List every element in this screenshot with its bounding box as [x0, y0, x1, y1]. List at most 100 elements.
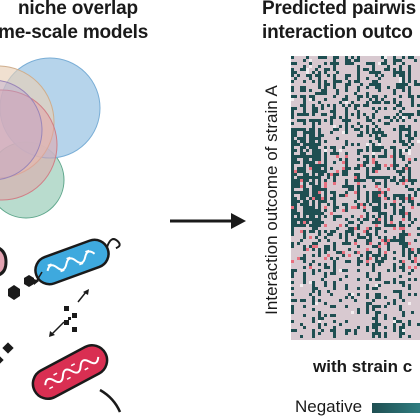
heatmap-cell [336, 170, 339, 173]
heatmap-cell [303, 170, 306, 173]
heatmap-cell [402, 212, 405, 215]
heatmap-cell [312, 317, 315, 320]
heatmap-cell [369, 236, 372, 239]
heatmap-cell [303, 245, 306, 248]
heatmap-cell [366, 263, 369, 266]
heatmap-cell [393, 68, 396, 71]
heatmap-cell [324, 140, 327, 143]
heatmap-cell [393, 281, 396, 284]
heatmap-cell [411, 206, 414, 209]
heatmap-cell [291, 281, 294, 284]
heatmap-cell [336, 71, 339, 74]
heatmap-cell [354, 128, 357, 131]
heatmap-cell [303, 122, 306, 125]
heatmap-cell [378, 191, 381, 194]
heatmap-cell [300, 230, 303, 233]
heatmap-cell [291, 164, 294, 167]
heatmap-cell [303, 221, 306, 224]
heatmap-cell [321, 104, 324, 107]
heatmap-cell [306, 206, 309, 209]
heatmap-cell [357, 206, 360, 209]
heatmap-cell [405, 197, 408, 200]
heatmap-cell [318, 170, 321, 173]
heatmap-cell [366, 287, 369, 290]
heatmap-cell [291, 203, 294, 206]
heatmap-cell [399, 293, 402, 296]
heatmap-cell [294, 158, 297, 161]
heatmap-cell [312, 248, 315, 251]
heatmap-cell [303, 200, 306, 203]
heatmap-cell [309, 59, 312, 62]
heatmap-cell [366, 68, 369, 71]
heatmap-cell [360, 215, 363, 218]
heatmap-cell [315, 197, 318, 200]
heatmap-cell [303, 248, 306, 251]
heatmap-cell [396, 113, 399, 116]
heatmap-cell [330, 191, 333, 194]
heatmap-cell [408, 95, 411, 98]
heatmap-cell [315, 302, 318, 305]
heatmap-cell [345, 101, 348, 104]
heatmap-cell [402, 209, 405, 212]
heatmap-cell [321, 329, 324, 332]
heatmap-cell [303, 59, 306, 62]
heatmap-cell [384, 116, 387, 119]
heatmap-cell [372, 197, 375, 200]
heatmap-cell [345, 158, 348, 161]
heatmap-cell [300, 152, 303, 155]
heatmap-cell [342, 167, 345, 170]
heatmap-cell [366, 293, 369, 296]
heatmap-cell [309, 143, 312, 146]
heatmap-cell [408, 335, 411, 338]
heatmap-cell [324, 89, 327, 92]
heatmap-cell [312, 197, 315, 200]
heatmap-cell [351, 206, 354, 209]
heatmap-cell [318, 167, 321, 170]
heatmap-cell [369, 233, 372, 236]
heatmap-cell [291, 299, 294, 302]
heatmap-cell [348, 254, 351, 257]
heatmap-cell [375, 314, 378, 317]
heatmap-cell [324, 275, 327, 278]
heatmap-cell [369, 134, 372, 137]
heatmap-cell [378, 77, 381, 80]
heatmap-cell [327, 233, 330, 236]
heatmap-cell [345, 206, 348, 209]
heatmap-cell [300, 284, 303, 287]
heatmap-cell [345, 164, 348, 167]
heatmap-cell [348, 167, 351, 170]
heatmap-cell [396, 104, 399, 107]
heatmap-cell [318, 71, 321, 74]
heatmap-cell [414, 260, 417, 263]
heatmap-cell [333, 218, 336, 221]
heatmap-cell [375, 332, 378, 335]
heatmap-cell [291, 89, 294, 92]
heatmap-cell [294, 131, 297, 134]
heatmap-cell [399, 194, 402, 197]
heatmap-cell [321, 200, 324, 203]
heatmap-cell [363, 236, 366, 239]
heatmap-cell [375, 83, 378, 86]
heatmap-cell [378, 164, 381, 167]
heatmap-cell [402, 197, 405, 200]
heatmap-cell [333, 173, 336, 176]
heatmap-cell [345, 98, 348, 101]
heatmap-cell [378, 128, 381, 131]
heatmap-cell [339, 236, 342, 239]
heatmap-cell [357, 104, 360, 107]
heatmap-cell [291, 218, 294, 221]
heatmap-cell [297, 185, 300, 188]
heatmap-cell [393, 167, 396, 170]
heatmap-cell [294, 140, 297, 143]
heatmap-cell [360, 236, 363, 239]
heatmap-cell [372, 161, 375, 164]
heatmap-cell [378, 335, 381, 338]
heatmap-cell [387, 167, 390, 170]
heatmap-cell [357, 179, 360, 182]
heatmap-cell [417, 188, 420, 191]
heatmap-cell [300, 203, 303, 206]
heatmap-cell [402, 56, 405, 59]
heatmap-cell [327, 290, 330, 293]
heatmap-cell [324, 80, 327, 83]
heatmap-cell [357, 134, 360, 137]
